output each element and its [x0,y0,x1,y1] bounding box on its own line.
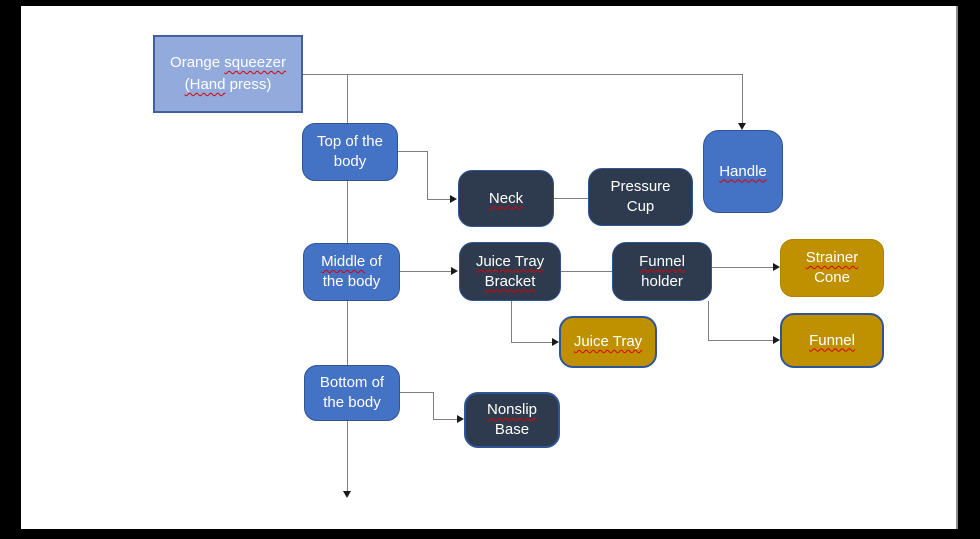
connector-bracket-funnelholder [561,271,612,272]
connector-bottom-nonslip-v [433,392,434,420]
connector-bottom-nonslip-h1 [400,392,434,393]
arrowhead-spine-bottom [343,491,351,498]
connector-top-neck-v [427,151,428,200]
connector-bottom-nonslip-h2 [433,419,457,420]
node-funnel: Funnel [780,313,884,368]
arrowhead-bracket [451,267,458,275]
node-juice-tray: Juice Tray [559,316,657,368]
arrowhead-nonslip-base [457,415,464,423]
arrowhead-juice-tray [552,338,559,346]
connector-top-neck-h1 [398,151,427,152]
arrowhead-funnel [773,336,780,344]
connector-middle-bracket [400,271,451,272]
connector-funnelholder-funnel-h [708,340,773,341]
connector-root-horizontal [303,74,743,75]
arrowhead-strainer-cone [773,263,780,271]
connector-funnelholder-strainer [712,267,773,268]
arrowhead-neck [450,195,457,203]
connector-bracket-juicetray-h [511,342,552,343]
connector-root-handle-vertical [742,74,743,123]
connector-neck-pressurecup [554,198,588,199]
connector-funnelholder-funnel-v [708,301,709,340]
node-neck: Neck [458,170,554,227]
connector-bracket-juicetray-v [511,301,512,342]
node-orange-squeezer: Orange squeezer(Hand press) [153,35,303,113]
connector-top-neck-h2 [427,199,450,200]
node-handle: Handle [703,130,783,213]
arrowhead-handle [738,123,746,130]
